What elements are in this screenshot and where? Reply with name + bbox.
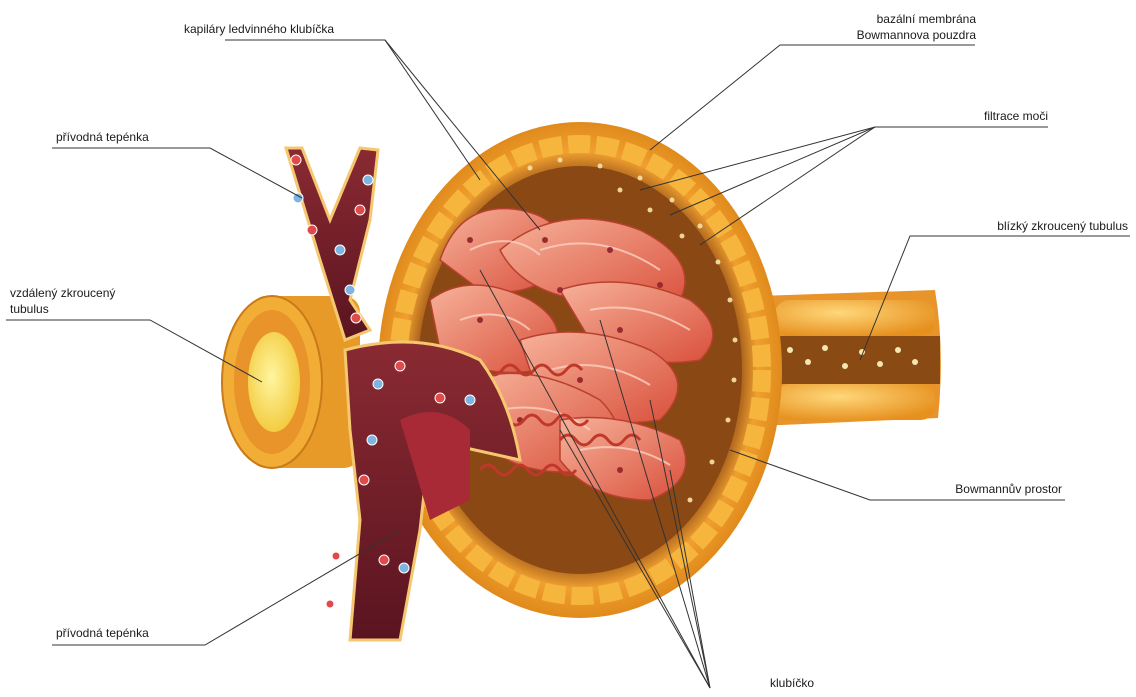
label-bowmannova-pouzdra: Bowmannova pouzdra [816,28,976,42]
label-vzdaleny-tubulus-1: vzdálený zkroucený [10,286,115,300]
label-kapilary: kapiláry ledvinného klubíčka [184,22,334,36]
leader-privodna-top [52,148,302,198]
label-privodna-tepenka-bottom: přívodná tepénka [56,626,149,640]
label-bowmannuv-prostor: Bowmannův prostor [920,482,1062,496]
label-blizky-tubulus: blízký zkroucený tubulus [960,219,1128,233]
leader-bazalni [650,45,975,150]
label-privodna-tepenka-top: přívodná tepénka [56,130,149,144]
label-vzdaleny-tubulus-2: tubulus [10,302,49,316]
proximal-tubule-shape [760,290,941,426]
label-bazalni-membrana: bazální membrána [836,12,976,26]
label-filtrace-moci: filtrace moči [930,109,1048,123]
label-klubicko: klubíčko [770,676,814,690]
